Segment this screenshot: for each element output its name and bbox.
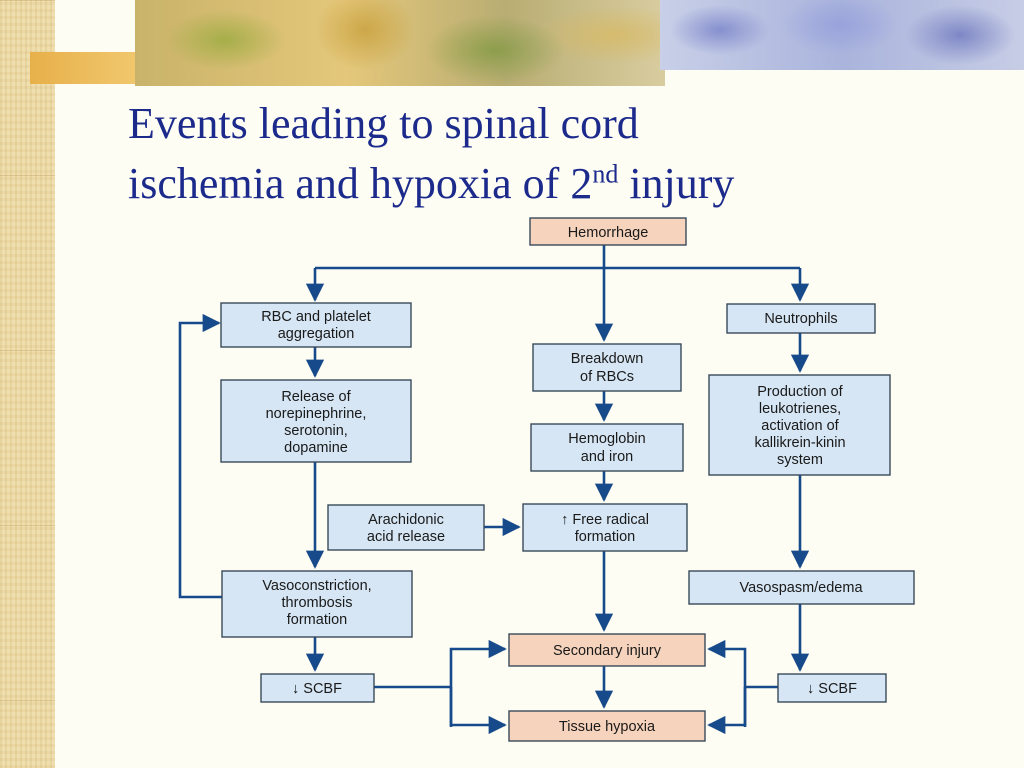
slide-title: Events leading to spinal cord ischemia a…	[128, 94, 1008, 214]
title-line-2-prefix: ischemia and hypoxia of 2	[128, 159, 593, 208]
label-release-4: dopamine	[284, 440, 348, 456]
label-neutrophils: Neutrophils	[764, 311, 837, 327]
label-breakdown-2: of RBCs	[580, 369, 634, 385]
label-arachidonic-1: Arachidonic	[368, 512, 444, 528]
label-vasoconstriction-2: thrombosis	[282, 595, 353, 611]
title-superscript: nd	[592, 159, 619, 189]
box-neutrophils	[726, 303, 876, 334]
label-free-radical-1: ↑ Free radical	[561, 512, 649, 528]
box-scbf-right	[777, 673, 887, 703]
flow-connectors	[178, 244, 810, 735]
label-release-1: Release of	[281, 389, 351, 405]
box-free-radical	[522, 503, 688, 552]
flow-boxes	[220, 217, 915, 742]
label-scbf-left: ↓ SCBF	[292, 681, 342, 697]
label-hemoglobin-2: and iron	[581, 449, 633, 465]
title-line-1: Events leading to spinal cord	[128, 99, 639, 148]
connector-left-to-hypoxia	[449, 687, 507, 735]
label-vasoconstriction-3: formation	[287, 612, 347, 628]
label-scbf-right: ↓ SCBF	[807, 681, 857, 697]
label-leukotrienes-4: kallikrein-kinin	[754, 435, 845, 451]
box-leukotrienes	[708, 374, 891, 476]
box-tissue-hypoxia	[508, 710, 706, 742]
label-leukotrienes-3: activation of	[761, 418, 839, 434]
label-leukotrienes-2: leukotrienes,	[759, 401, 841, 417]
banner-leaves-image	[135, 0, 665, 86]
box-rbc-platelet	[220, 302, 412, 348]
box-breakdown-rbcs	[532, 343, 682, 392]
connector-right-to-hypoxia	[707, 687, 747, 735]
label-free-radical-2: formation	[575, 529, 635, 545]
box-hemorrhage	[529, 217, 687, 246]
box-release	[220, 379, 412, 463]
box-arachidonic	[327, 504, 485, 551]
label-secondary-injury: Secondary injury	[553, 643, 662, 659]
label-hemorrhage: Hemorrhage	[568, 225, 649, 241]
flow-labels: Hemorrhage RBC and platelet aggregation …	[261, 225, 863, 735]
box-secondary-injury	[508, 633, 706, 667]
box-vasospasm	[688, 570, 915, 605]
label-release-2: norepinephrine,	[266, 406, 367, 422]
connector-left-to-secondary	[449, 639, 507, 727]
label-breakdown-1: Breakdown	[571, 351, 644, 367]
box-hemoglobin-iron	[530, 423, 684, 472]
banner-blue-flowers-image	[660, 0, 1024, 70]
decorative-parchment-strip	[0, 0, 55, 768]
label-leukotrienes-5: system	[777, 452, 823, 468]
label-rbc-platelet-1: RBC and platelet	[261, 309, 371, 325]
label-tissue-hypoxia: Tissue hypoxia	[559, 719, 656, 735]
connector-feedback-loop	[178, 313, 222, 599]
box-vasoconstriction	[221, 570, 413, 638]
decorative-banner	[0, 0, 1024, 88]
label-rbc-platelet-2: aggregation	[278, 326, 355, 342]
label-release-3: serotonin,	[284, 423, 348, 439]
label-hemoglobin-1: Hemoglobin	[568, 431, 645, 447]
label-vasospasm: Vasospasm/edema	[739, 580, 863, 596]
label-vasoconstriction-1: Vasoconstriction,	[262, 578, 371, 594]
connector-right-to-secondary	[707, 639, 747, 727]
title-line-2-suffix: injury	[618, 159, 735, 208]
label-leukotrienes-1: Production of	[757, 384, 843, 400]
label-arachidonic-2: acid release	[367, 529, 445, 545]
box-scbf-left	[260, 673, 375, 703]
